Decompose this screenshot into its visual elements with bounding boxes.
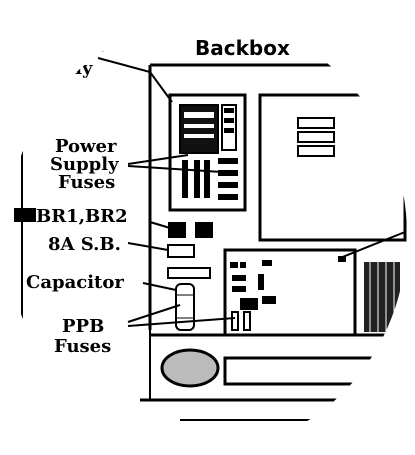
leader-power-supply: [97, 57, 173, 103]
leader-fuses-2: [127, 165, 223, 173]
label-capacitor: Capacitor: [26, 272, 124, 293]
ppb-board: [223, 248, 357, 337]
leader-ppb-1: [127, 304, 181, 323]
leader-lines: [97, 57, 406, 327]
sb-components: [167, 244, 211, 279]
br-components: [168, 222, 213, 238]
leader-fuses-1: [127, 154, 189, 165]
label-ppb-fuses-2: Fuses: [54, 336, 111, 357]
label-sb: 8A S.B.: [48, 234, 121, 255]
label-br: BR1,BR2: [36, 206, 128, 227]
leader-capacitor: [142, 282, 177, 291]
label-ppb-fuses-1: PPB: [62, 316, 104, 337]
leader-sb: [127, 242, 169, 251]
leader-ppb-board: [339, 231, 406, 259]
power-supply-board: [168, 93, 247, 212]
br-marker-icon: [14, 208, 36, 222]
label-power-supply-fuses-2: Supply: [50, 154, 119, 175]
label-power-supply-fuses-1: Power: [55, 136, 117, 157]
speaker: [160, 348, 220, 388]
label-power-supply-fuses-3: Fuses: [58, 172, 115, 193]
leader-br: [149, 221, 171, 229]
leader-ppb-2: [127, 317, 236, 327]
backbox-title: Backbox: [195, 36, 290, 60]
